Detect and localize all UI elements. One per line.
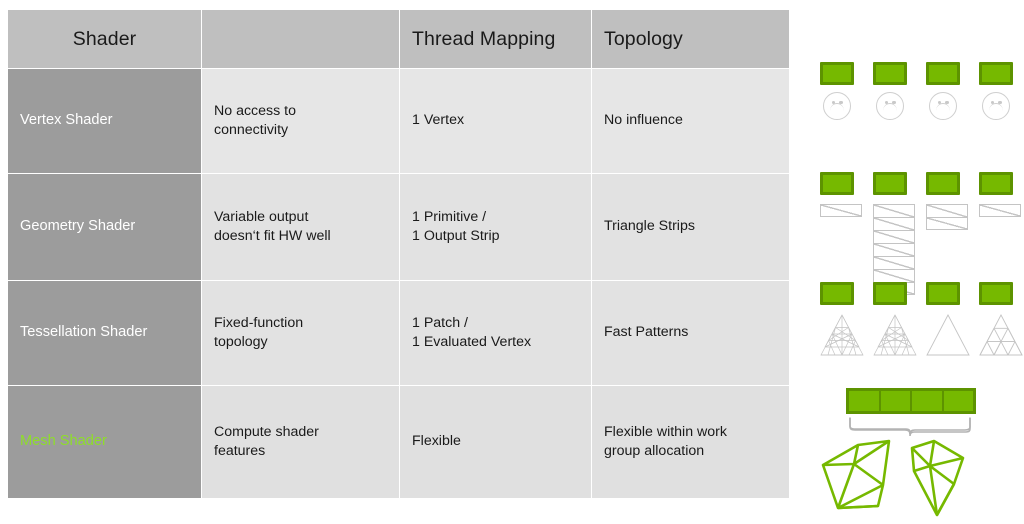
cell-description: No access to connectivity bbox=[201, 68, 400, 174]
gpu-core-segment bbox=[912, 391, 944, 411]
cell-description: Variable output doesn‘t fit HW well bbox=[201, 173, 400, 281]
table-row: Tessellation Shader Fixed-function topol… bbox=[7, 280, 790, 386]
gpu-core-box bbox=[873, 172, 907, 195]
triangle-strip-glyph bbox=[979, 204, 1021, 217]
cell-topology: Fast Patterns bbox=[591, 280, 790, 386]
brace-icon bbox=[849, 417, 971, 437]
cell-shader-name: Tessellation Shader bbox=[7, 280, 202, 386]
gpu-core-segment bbox=[881, 391, 912, 411]
column-header-shader: Shader bbox=[7, 9, 202, 69]
cell-description: Compute shader features bbox=[201, 385, 400, 499]
gpu-core-box bbox=[979, 172, 1013, 195]
column-header-thread-mapping: Thread Mapping bbox=[399, 9, 592, 69]
gpu-core-box bbox=[926, 62, 960, 85]
cell-thread-mapping: 1 Vertex bbox=[399, 68, 592, 174]
tessellated-triangle-icon bbox=[926, 314, 970, 356]
meshlet-polygon-right bbox=[910, 439, 965, 517]
column-header-topology: Topology bbox=[591, 9, 790, 69]
cell-topology: Flexible within work group allocation bbox=[591, 385, 790, 499]
sad-face-icon bbox=[929, 92, 957, 120]
triangle-strip-glyph bbox=[926, 204, 968, 230]
gpu-core-box bbox=[820, 282, 854, 305]
gpu-core-bar bbox=[846, 388, 976, 414]
cell-thread-mapping: 1 Patch / 1 Evaluated Vertex bbox=[399, 280, 592, 386]
shader-comparison-table: Shader Thread Mapping Topology Vertex Sh… bbox=[7, 9, 790, 499]
cell-thread-mapping: 1 Primitive / 1 Output Strip bbox=[399, 173, 592, 281]
table-row: Geometry Shader Variable output doesn‘t … bbox=[7, 173, 790, 281]
cell-shader-name: Vertex Shader bbox=[7, 68, 202, 174]
sad-face-icon bbox=[876, 92, 904, 120]
gpu-core-box bbox=[979, 62, 1013, 85]
tessellated-triangle-icon bbox=[820, 314, 864, 356]
triangle-strip-glyph bbox=[820, 204, 862, 217]
cell-description: Fixed-function topology bbox=[201, 280, 400, 386]
sad-face-icon bbox=[982, 92, 1010, 120]
table-row: Vertex Shader No access to connectivity … bbox=[7, 68, 790, 174]
tessellation-shader-diagram bbox=[800, 282, 1024, 377]
tessellated-triangle-icon bbox=[873, 314, 917, 356]
cell-topology: Triangle Strips bbox=[591, 173, 790, 281]
mesh-shader-diagram bbox=[800, 388, 1024, 518]
gpu-core-segment bbox=[849, 391, 881, 411]
gpu-core-box bbox=[873, 282, 907, 305]
gpu-core-segment bbox=[944, 391, 974, 411]
cell-shader-name: Mesh Shader bbox=[7, 385, 202, 499]
cell-thread-mapping: Flexible bbox=[399, 385, 592, 499]
gpu-core-box bbox=[820, 172, 854, 195]
meshlet-polygon-left bbox=[821, 439, 891, 510]
gpu-core-box bbox=[820, 62, 854, 85]
table-header-row: Shader Thread Mapping Topology bbox=[7, 9, 790, 69]
vertex-shader-diagram bbox=[800, 62, 1024, 132]
gpu-core-box bbox=[926, 172, 960, 195]
gpu-core-box bbox=[926, 282, 960, 305]
sad-face-icon bbox=[823, 92, 851, 120]
geometry-shader-diagram bbox=[800, 172, 1024, 295]
cell-shader-name: Geometry Shader bbox=[7, 173, 202, 281]
tessellated-triangle-icon bbox=[979, 314, 1023, 356]
column-header-description bbox=[201, 9, 400, 69]
pipeline-diagram bbox=[800, 0, 1024, 524]
table-row: Mesh Shader Compute shader features Flex… bbox=[7, 385, 790, 499]
gpu-core-box bbox=[979, 282, 1013, 305]
gpu-core-box bbox=[873, 62, 907, 85]
cell-topology: No influence bbox=[591, 68, 790, 174]
